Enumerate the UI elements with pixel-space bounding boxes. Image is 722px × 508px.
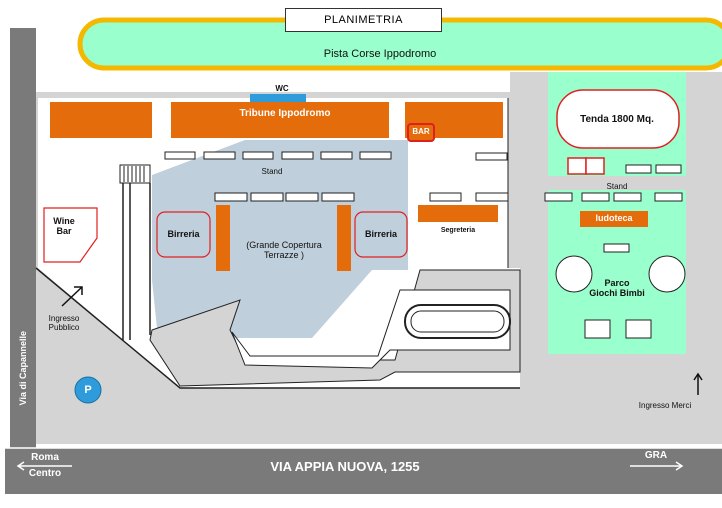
ingresso-merci-label: Ingresso Merci bbox=[638, 401, 692, 410]
building-left bbox=[50, 102, 152, 138]
stand-label-left: Stand bbox=[261, 167, 283, 176]
column-right bbox=[337, 205, 351, 271]
wine-bar-line2: Bar bbox=[56, 226, 72, 237]
ingresso-merci-arrow bbox=[693, 372, 703, 395]
play-circle-left bbox=[555, 255, 593, 293]
via-capannelle-road bbox=[10, 28, 36, 448]
oval-track-small bbox=[404, 304, 511, 339]
segreteria-label: Segreteria bbox=[440, 227, 476, 234]
stands-row-2 bbox=[214, 164, 683, 253]
roma-arrow bbox=[16, 461, 72, 471]
birreria-right-box bbox=[354, 211, 408, 258]
tenda-label: Tenda 1800 Mq. bbox=[580, 114, 654, 125]
ludoteca-block bbox=[580, 211, 648, 227]
via-capannelle-label: Via di Capannelle bbox=[17, 330, 28, 406]
parking-label: P bbox=[84, 384, 92, 396]
bar-label: BAR bbox=[412, 127, 430, 136]
gra-label: GRA bbox=[644, 450, 668, 461]
play-circle-right bbox=[648, 255, 686, 293]
wine-bar-line1: Wine bbox=[53, 216, 75, 226]
via-appia-road bbox=[5, 448, 722, 494]
bar-box bbox=[407, 123, 435, 142]
parking-icon bbox=[74, 376, 102, 404]
birreria-left-label: Birreria bbox=[167, 229, 200, 239]
ingresso-pubblico-arrow bbox=[61, 286, 83, 307]
column-left bbox=[216, 205, 230, 271]
roma-line2: Centro bbox=[28, 467, 62, 479]
ludoteca-label: ludoteca bbox=[595, 213, 633, 223]
wc-block bbox=[250, 94, 306, 102]
stands-row-1 bbox=[164, 151, 508, 161]
wine-bar-shape bbox=[43, 207, 98, 263]
copertura-line2: Terrazze ) bbox=[263, 250, 304, 261]
parco-line2: Giochi Bimbi bbox=[589, 288, 645, 299]
roma-line1: Roma bbox=[31, 452, 59, 463]
gra-arrow bbox=[630, 461, 684, 471]
ingresso-pubblico-line1: Ingresso bbox=[48, 314, 80, 323]
birreria-left-box bbox=[156, 211, 211, 258]
tribune-ippodromo bbox=[171, 102, 389, 138]
ingresso-pubblico-line2: Pubblico bbox=[48, 323, 80, 333]
wc-label: WC bbox=[275, 84, 289, 93]
wine-bar-label: Wine Bar bbox=[44, 216, 84, 237]
birreria-right-label: Birreria bbox=[364, 229, 398, 239]
ingresso-pubblico-label: Ingresso Pubblico bbox=[34, 314, 94, 332]
tenda-1800 bbox=[556, 89, 680, 149]
via-appia-label: VIA APPIA NUOVA, 1255 bbox=[270, 459, 420, 474]
track-label: Pista Corse Ippodromo bbox=[323, 48, 437, 60]
copertura-line1: (Grande Copertura bbox=[246, 240, 322, 250]
segreteria-block bbox=[418, 205, 498, 222]
stand-label-right: Stand bbox=[606, 182, 628, 191]
grande-copertura-area bbox=[152, 140, 408, 338]
map-title: PLANIMETRIA bbox=[285, 8, 442, 32]
parco-line1: Parco bbox=[604, 278, 630, 288]
parco-label: Parco Giochi Bimbi bbox=[572, 278, 662, 299]
grande-copertura-label: (Grande Copertura Terrazze ) bbox=[232, 240, 336, 261]
tribune-label: Tribune Ippodromo bbox=[239, 108, 331, 119]
roma-label: Roma Centro bbox=[22, 450, 68, 481]
